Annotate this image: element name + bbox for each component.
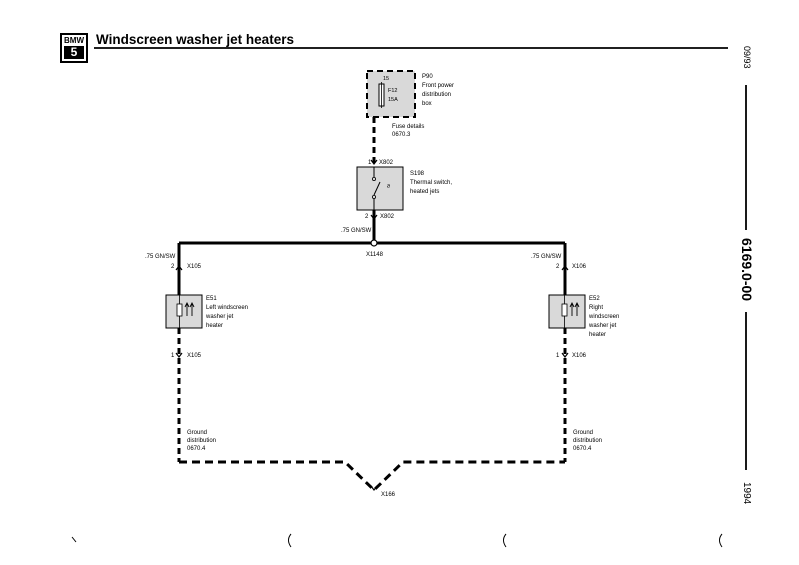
right-heater-desc-3: washer jet xyxy=(588,323,617,329)
switch-conn-bottom: X802 xyxy=(380,214,395,220)
fuse-number: F12 xyxy=(388,88,397,94)
switch-id: S198 xyxy=(410,171,425,177)
thermal-symbol-icon: ϑ xyxy=(387,184,390,190)
left-pin-bottom: 1 xyxy=(171,353,175,359)
left-conn-top: X105 xyxy=(187,264,202,270)
left-heater-desc-3: heater xyxy=(206,323,223,329)
left-conn-bottom: X105 xyxy=(187,353,202,359)
logo-brand: BMW xyxy=(64,36,84,45)
wire-ground-return xyxy=(179,460,565,493)
scan-mark xyxy=(503,533,507,548)
fuse-id: P90 xyxy=(422,74,433,80)
right-heater-desc-4: heater xyxy=(589,332,606,338)
side-date: 09/93 xyxy=(742,46,752,69)
right-ground-2: distribution xyxy=(573,438,602,444)
thermal-switch-s198: ϑ xyxy=(356,166,404,211)
left-ground-2: distribution xyxy=(187,438,216,444)
scan-mark xyxy=(719,533,723,548)
connector-arrow-x802-top xyxy=(370,159,378,165)
right-conn-top: X106 xyxy=(572,264,587,270)
bmw-logo: BMW 5 xyxy=(60,33,88,63)
connector-arrow-x106-bottom xyxy=(561,352,569,358)
connector-arrow-x105-top xyxy=(175,265,183,271)
heat-arrows-icon xyxy=(569,301,580,316)
fuse-details-ref: 0670.3 xyxy=(392,132,411,138)
wire-color-left: .75 GN/SW xyxy=(145,254,176,260)
right-ground-1: Ground xyxy=(573,430,593,436)
left-heater-desc-2: washer jet xyxy=(205,314,234,320)
right-heater-id: E52 xyxy=(589,296,600,302)
left-heater-desc-1: Left windscreen xyxy=(206,305,248,311)
right-conn-bottom: X106 xyxy=(572,353,587,359)
fuse-pin: 15 xyxy=(383,76,389,82)
left-pin-top: 2 xyxy=(171,264,175,270)
right-pin-top: 2 xyxy=(556,264,560,270)
connector-arrow-x105-bottom xyxy=(175,352,183,358)
ground-conn: X166 xyxy=(381,492,396,498)
fuse-desc-2: distribution xyxy=(422,92,451,98)
connector-arrow-x802-bottom xyxy=(370,214,378,220)
scan-mark xyxy=(71,536,77,543)
resistor-icon xyxy=(176,303,183,317)
resistor-icon xyxy=(561,303,568,317)
right-heater-desc-2: windscreen xyxy=(588,314,619,320)
switch-desc-1: Thermal switch, xyxy=(410,180,452,186)
side-code: 6169.0-00 xyxy=(739,238,755,302)
left-heater-id: E51 xyxy=(206,296,217,302)
fuse-box-p90: 15 F12 15A xyxy=(366,70,416,118)
fuse-rating: 15A xyxy=(388,97,398,103)
scan-mark xyxy=(288,533,292,548)
page-title: Windscreen washer jet heaters xyxy=(96,32,294,47)
right-heater-desc-1: Right xyxy=(589,305,603,311)
wire-color-center: .75 GN/SW xyxy=(341,228,372,234)
splice-label: X1148 xyxy=(366,252,384,258)
fuse-desc-3: box xyxy=(422,101,432,107)
logo-series: 5 xyxy=(64,46,84,59)
heat-arrows-icon xyxy=(184,301,195,316)
switch-pin-top: 1 xyxy=(368,160,372,166)
fuse-desc-1: Front power xyxy=(422,83,454,89)
right-pin-bottom: 1 xyxy=(556,353,560,359)
heater-e51 xyxy=(165,294,203,329)
side-year: 1994 xyxy=(741,482,752,505)
right-ground-3: 0670.4 xyxy=(573,446,592,452)
wire-color-right: .75 GN/SW xyxy=(531,254,562,260)
left-ground-1: Ground xyxy=(187,430,207,436)
switch-pin-bottom: 2 xyxy=(365,214,369,220)
splice-x1148 xyxy=(370,239,378,247)
switch-desc-2: heated jets xyxy=(410,189,439,195)
fuse-details-label: Fuse details xyxy=(392,124,424,130)
left-ground-3: 0670.4 xyxy=(187,446,206,452)
connector-arrow-x166 xyxy=(370,485,378,491)
connector-arrow-x106-top xyxy=(561,265,569,271)
heater-e52 xyxy=(548,294,586,329)
switch-conn-top: X802 xyxy=(379,160,394,166)
